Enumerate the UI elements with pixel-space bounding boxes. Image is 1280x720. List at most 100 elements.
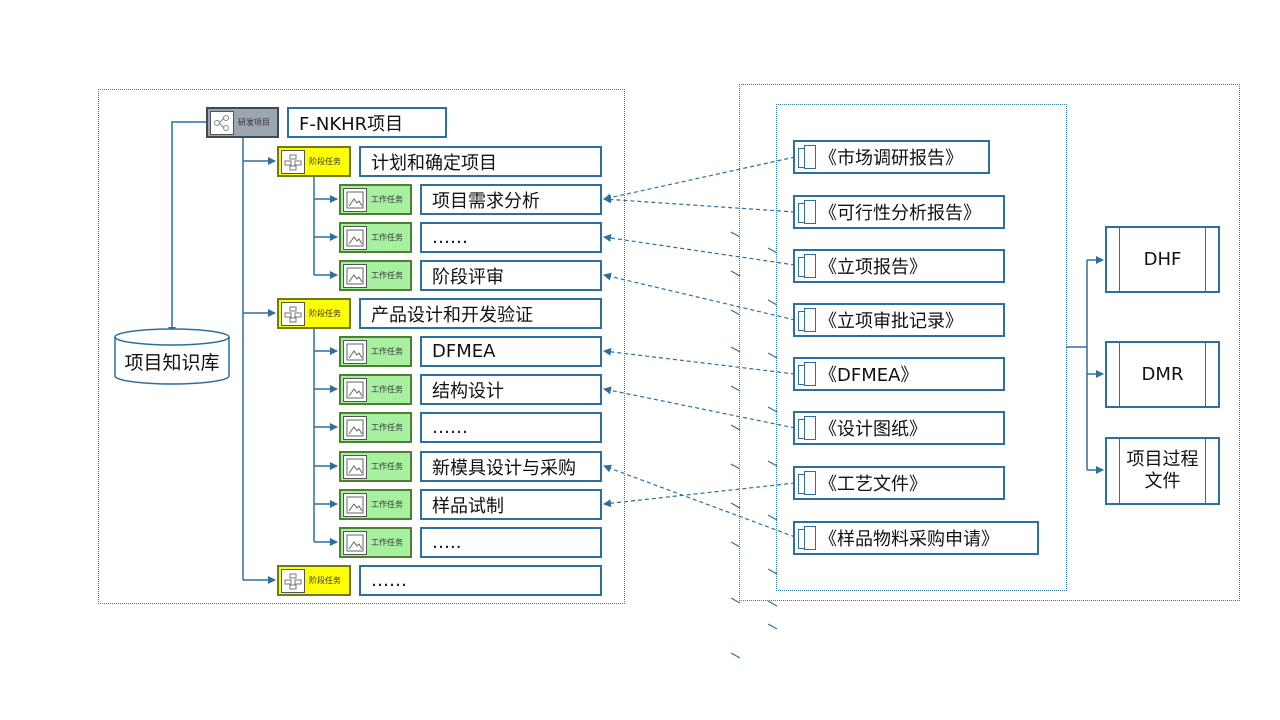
image-icon: [343, 263, 367, 288]
document-box[interactable]: 《样品物料采购申请》: [793, 521, 1039, 555]
task-box[interactable]: ……: [420, 412, 602, 443]
stage-tag[interactable]: 阶段任务: [277, 146, 351, 177]
document-label: 《样品物料采购申请》: [819, 529, 999, 550]
image-icon: [343, 454, 367, 479]
document-box[interactable]: 《工艺文件》: [793, 466, 1005, 500]
document-icon: [804, 362, 816, 386]
document-box[interactable]: 《市场调研报告》: [793, 140, 990, 174]
task-label: 新模具设计与采购: [432, 457, 576, 479]
work-tag-label: 工作任务: [371, 271, 403, 280]
root-tag-label: 研发项目: [238, 118, 270, 127]
task-label: 样品试制: [432, 495, 504, 517]
stage-title: ……: [371, 570, 407, 591]
output-label: 项目过程 文件: [1126, 449, 1199, 492]
work-tag[interactable]: 工作任务: [339, 451, 412, 482]
output-box[interactable]: DHF: [1105, 226, 1220, 293]
output-label: DHF: [1143, 248, 1182, 270]
root-tag[interactable]: 研发项目: [206, 107, 279, 138]
document-icon: [804, 308, 816, 332]
document-box[interactable]: 《立项报告》: [793, 249, 1005, 283]
document-icon: [804, 145, 816, 169]
image-icon: [343, 339, 367, 364]
document-label: 《立项报告》: [819, 257, 927, 278]
output-divider: [1119, 228, 1120, 291]
task-box[interactable]: 结构设计: [420, 374, 602, 405]
stage-tag-label: 阶段任务: [309, 157, 341, 166]
stage-tag-label: 阶段任务: [309, 576, 341, 585]
task-box[interactable]: 阶段评审: [420, 260, 602, 291]
task-label: 结构设计: [432, 380, 504, 402]
work-tag[interactable]: 工作任务: [339, 527, 412, 558]
work-tag-label: 工作任务: [371, 233, 403, 242]
knowledge-base-label: 项目知识库: [124, 352, 220, 374]
stage-title-box[interactable]: ……: [359, 565, 602, 596]
document-box[interactable]: 《设计图纸》: [793, 411, 1005, 445]
tick-mark: [767, 600, 778, 607]
task-label: …..: [432, 532, 462, 553]
image-icon: [343, 492, 367, 517]
document-icon: [804, 416, 816, 440]
document-box[interactable]: 《可行性分析报告》: [793, 195, 1005, 229]
document-icon: [804, 526, 816, 550]
task-label: ……: [432, 227, 468, 248]
document-box[interactable]: 《立项审批记录》: [793, 303, 1005, 337]
image-icon: [343, 530, 367, 555]
stage-title-box[interactable]: 产品设计和开发验证: [359, 298, 602, 329]
image-icon: [343, 225, 367, 250]
output-box[interactable]: 项目过程 文件: [1105, 437, 1220, 505]
work-tag-label: 工作任务: [371, 538, 403, 547]
work-tag-label: 工作任务: [371, 385, 403, 394]
work-tag-label: 工作任务: [371, 423, 403, 432]
output-divider: [1205, 343, 1206, 406]
task-label: ……: [432, 417, 468, 438]
document-label: 《立项审批记录》: [819, 311, 963, 332]
task-box[interactable]: …..: [420, 527, 602, 558]
work-tag[interactable]: 工作任务: [339, 222, 412, 253]
work-tag[interactable]: 工作任务: [339, 489, 412, 520]
work-tag[interactable]: 工作任务: [339, 374, 412, 405]
image-icon: [343, 187, 367, 212]
tick-mark: [730, 652, 741, 659]
left-panel-frame: [98, 89, 625, 604]
stage-tag[interactable]: 阶段任务: [277, 565, 351, 596]
task-box[interactable]: 项目需求分析: [420, 184, 602, 215]
stage-title: 计划和确定项目: [371, 152, 497, 174]
task-box[interactable]: DFMEA: [420, 336, 602, 367]
stage-tag-label: 阶段任务: [309, 309, 341, 318]
task-label: DFMEA: [432, 341, 496, 362]
task-label: 项目需求分析: [432, 190, 540, 212]
document-icon: [804, 254, 816, 278]
document-label: 《市场调研报告》: [819, 148, 963, 169]
right-panel-frame: [739, 84, 1240, 601]
document-label: 《DFMEA》: [819, 365, 919, 386]
image-icon: [343, 377, 367, 402]
task-box[interactable]: ……: [420, 222, 602, 253]
work-tag[interactable]: 工作任务: [339, 260, 412, 291]
root-title: F-NKHR项目: [299, 113, 404, 135]
document-label: 《设计图纸》: [819, 419, 927, 440]
task-label: 阶段评审: [432, 266, 504, 288]
image-icon: [343, 415, 367, 440]
root-title-box[interactable]: F-NKHR项目: [287, 107, 447, 138]
output-label: DMR: [1141, 363, 1184, 385]
document-label: 《工艺文件》: [819, 474, 927, 495]
project-icon: [210, 110, 234, 135]
work-tag[interactable]: 工作任务: [339, 412, 412, 443]
documents-frame: [776, 104, 1067, 591]
knowledge-base-cylinder[interactable]: 项目知识库: [114, 328, 230, 386]
output-box[interactable]: DMR: [1105, 341, 1220, 408]
work-tag[interactable]: 工作任务: [339, 184, 412, 215]
stage-tag[interactable]: 阶段任务: [277, 298, 351, 329]
output-divider: [1119, 343, 1120, 406]
document-box[interactable]: 《DFMEA》: [793, 357, 1005, 391]
output-divider: [1119, 439, 1120, 503]
task-box[interactable]: 新模具设计与采购: [420, 451, 602, 482]
document-icon: [804, 200, 816, 224]
stage-title-box[interactable]: 计划和确定项目: [359, 146, 602, 177]
work-tag-label: 工作任务: [371, 500, 403, 509]
task-box[interactable]: 样品试制: [420, 489, 602, 520]
stage-title: 产品设计和开发验证: [371, 304, 533, 326]
work-tag-label: 工作任务: [371, 195, 403, 204]
work-tag-label: 工作任务: [371, 462, 403, 471]
work-tag[interactable]: 工作任务: [339, 336, 412, 367]
